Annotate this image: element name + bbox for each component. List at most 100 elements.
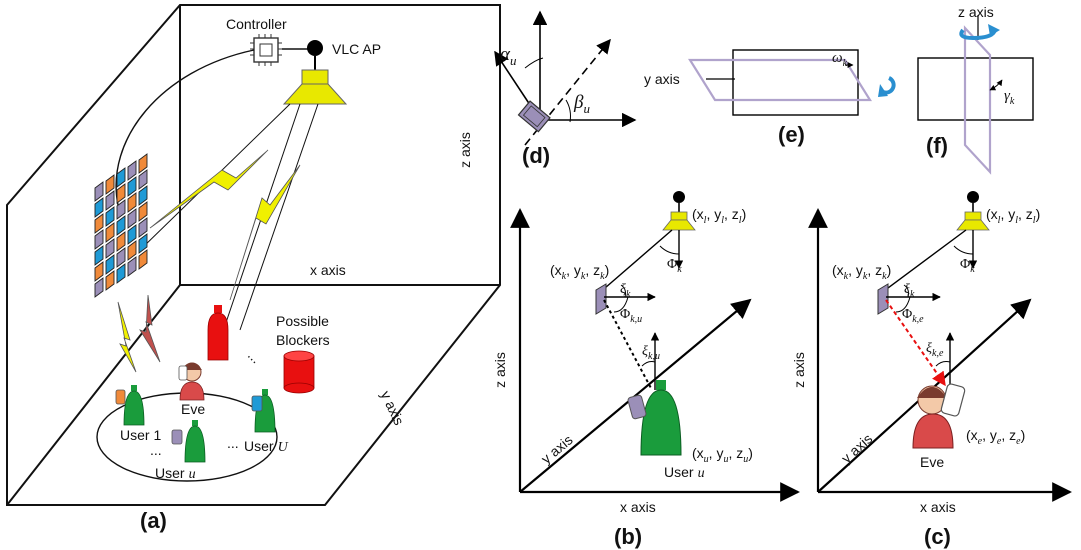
panel-f-label: (f) <box>926 133 948 158</box>
ris-element <box>94 261 104 282</box>
c-ris-icon <box>877 283 889 315</box>
ris-element <box>105 238 115 259</box>
room-x-axis-label: x axis <box>310 262 346 278</box>
c-xi-k: ξk <box>904 282 915 300</box>
users-dots-left: ... <box>150 442 162 458</box>
c-ap-icon <box>956 191 990 231</box>
ris-element <box>105 174 115 195</box>
b-xi-ku: ξk,u <box>642 344 660 362</box>
eve-label-room: Eve <box>181 401 205 417</box>
vlc-ap-icon <box>282 40 348 105</box>
blocker-person-icon <box>207 305 229 361</box>
room-axis-labels: z axis x axis y axis <box>310 132 473 427</box>
eve-person-icon <box>178 362 205 401</box>
b-z-axis-label: z axis <box>492 352 508 388</box>
controller-label: Controller <box>226 16 287 32</box>
ris-element <box>138 185 148 206</box>
ris-element <box>116 215 126 236</box>
ris-element <box>105 254 115 275</box>
b-ris-icon <box>595 283 607 315</box>
ris-element <box>127 256 137 277</box>
possible-label: Possible <box>276 313 329 329</box>
panel-d-label: (d) <box>522 143 550 168</box>
c-ris-coords: (xk, yk, zk) <box>832 262 891 282</box>
c-z-axis-label: z axis <box>791 352 807 388</box>
ris-element <box>94 245 104 266</box>
b-xi-k: ξk <box>620 282 631 300</box>
c-eve-icon <box>912 383 966 449</box>
omega-k: ωk <box>832 50 848 69</box>
controller-chip-icon <box>250 34 282 66</box>
c-eve-label: Eve <box>920 454 944 470</box>
user-U-icon <box>251 389 276 433</box>
b-ris-coords: (xk, yk, zk) <box>550 262 609 282</box>
panel-b-label: (b) <box>614 524 642 549</box>
ris-element <box>105 206 115 227</box>
f-z-axis-label: z axis <box>958 4 994 20</box>
b-ap-icon <box>662 191 696 231</box>
blockers-label: Blockers <box>276 332 330 348</box>
ris-element <box>116 231 126 252</box>
panel-f-diagram <box>917 15 1034 175</box>
blockers-dots: ... <box>245 347 265 367</box>
ris-element <box>94 181 104 202</box>
ris-element <box>116 247 126 268</box>
ris-element <box>116 199 126 220</box>
alpha-u: αu <box>500 44 517 68</box>
ris-panel <box>94 153 148 298</box>
c-phi-k: Φk <box>960 257 975 275</box>
c-ap-coords: (xl, yl, zl) <box>986 206 1040 226</box>
users-dots-right: ... <box>227 435 239 451</box>
panel-c-label: (c) <box>924 524 951 549</box>
ris-element <box>94 229 104 250</box>
c-eve-coords: (xe, ye, ze) <box>966 427 1025 447</box>
e-y-axis-label: y axis <box>644 71 680 87</box>
b-user-icon <box>627 380 682 456</box>
beam-ap-to-blocker <box>229 164 301 301</box>
room-z-axis-label: z axis <box>457 132 473 168</box>
ris-element <box>127 224 137 245</box>
c-x-axis-label: x axis <box>920 499 956 515</box>
ris-element <box>127 192 137 213</box>
panel-d-diagram <box>494 10 637 146</box>
controller-ris-cable <box>115 49 255 206</box>
ris-element <box>105 222 115 243</box>
ris-element <box>116 167 126 188</box>
ris-element <box>105 270 115 291</box>
ris-element <box>127 208 137 229</box>
ris-element <box>116 263 126 284</box>
panel-e-diagram <box>688 49 896 116</box>
beam-ris-to-eve-red <box>139 294 161 363</box>
b-ap-coords: (xl, yl, zl) <box>692 206 746 226</box>
panel-a-room <box>6 4 501 506</box>
ris-element <box>105 190 115 211</box>
ris-element <box>127 240 137 261</box>
ris-element <box>116 183 126 204</box>
ris-element <box>127 160 137 181</box>
panel-e-label: (e) <box>778 122 805 147</box>
c-phi-ke: Φk,e <box>902 307 924 325</box>
ris-element <box>138 249 148 270</box>
panel-a-label: (a) <box>140 508 167 533</box>
b-x-axis-label: x axis <box>620 499 656 515</box>
c-y-axis-label: y axis <box>838 430 875 466</box>
b-phi-k: Φk <box>667 257 682 275</box>
ris-element <box>94 213 104 234</box>
ris-element <box>138 217 148 238</box>
ris-element <box>138 169 148 190</box>
b-user-coords: (xu, yu, zu) <box>692 445 753 465</box>
blocker-cylinder-icon <box>283 350 315 394</box>
beam-ris-to-user-yellow <box>117 301 137 373</box>
gamma-k: γk <box>1004 88 1015 107</box>
user-1-label: User 1 <box>120 427 161 443</box>
beta-u: βu <box>573 92 590 116</box>
ris-element <box>138 233 148 254</box>
ris-element <box>138 153 148 174</box>
ris-element <box>94 197 104 218</box>
ris-element <box>127 176 137 197</box>
user-1-icon <box>115 385 145 426</box>
